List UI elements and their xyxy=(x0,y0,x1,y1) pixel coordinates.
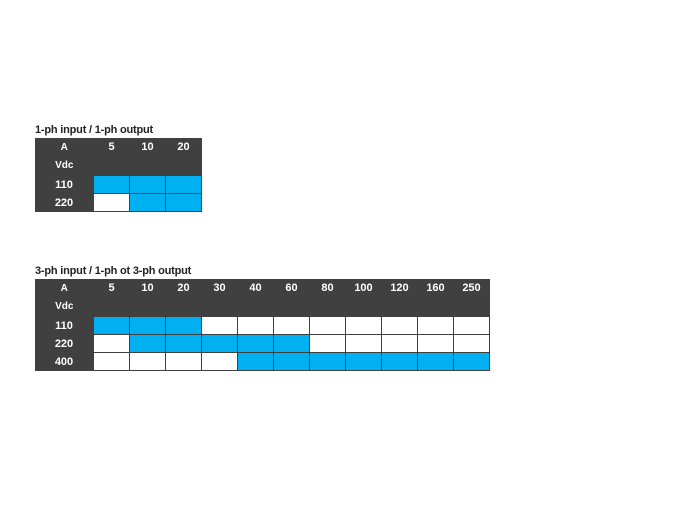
row-header-voltage: 220 xyxy=(54,337,74,350)
header-spacer xyxy=(274,297,310,317)
cell-available xyxy=(237,352,274,371)
cell-available xyxy=(165,334,202,353)
table-section-3ph: 3-ph input / 1-ph ot 3-ph output A 5 10 20 3… xyxy=(35,265,490,371)
cell-available xyxy=(273,352,310,371)
cell-available xyxy=(129,316,166,335)
header-spacer xyxy=(346,297,382,317)
cell-available xyxy=(273,334,310,353)
cell-available xyxy=(93,316,130,335)
column-header: 5 xyxy=(108,282,115,294)
cell-unavailable xyxy=(93,193,130,212)
header-spacer xyxy=(94,156,130,176)
row-header-voltage: 400 xyxy=(54,355,74,368)
cell-unavailable xyxy=(453,316,490,335)
cell-available xyxy=(129,334,166,353)
column-header: 160 xyxy=(426,282,445,294)
table-row: 110 xyxy=(35,316,490,335)
header-spacer xyxy=(382,297,418,317)
cell-unavailable xyxy=(273,316,310,335)
table-row: 110 xyxy=(35,175,202,194)
cell-unavailable xyxy=(201,352,238,371)
row-header-voltage: 110 xyxy=(55,178,73,191)
cell-unavailable xyxy=(93,334,130,353)
cell-unavailable xyxy=(417,316,454,335)
header-spacer xyxy=(454,297,490,317)
cell-unavailable xyxy=(201,316,238,335)
column-header: 40 xyxy=(249,282,262,294)
cell-available xyxy=(345,352,382,371)
table-title: 3-ph input / 1-ph ot 3-ph output xyxy=(35,265,192,277)
header-spacer xyxy=(94,297,130,317)
header-spacer xyxy=(310,297,346,317)
cell-available xyxy=(381,352,418,371)
cell-unavailable xyxy=(453,334,490,353)
cell-unavailable xyxy=(345,334,382,353)
column-header: 10 xyxy=(141,282,154,294)
cell-available xyxy=(309,352,346,371)
cell-unavailable xyxy=(417,334,454,353)
column-header: 250 xyxy=(462,282,481,294)
row-header-voltage: 220 xyxy=(54,196,74,209)
cell-unavailable xyxy=(129,352,166,371)
corner-label-vdc: Vdc xyxy=(55,160,74,172)
cell-available xyxy=(237,334,274,353)
cell-unavailable xyxy=(309,316,346,335)
cell-unavailable xyxy=(93,352,130,371)
cell-available xyxy=(165,193,202,212)
cell-available xyxy=(129,175,166,194)
corner-label-amps: A xyxy=(60,282,68,294)
cell-unavailable xyxy=(381,316,418,335)
corner-label-amps: A xyxy=(60,141,68,153)
corner-label-vdc: Vdc xyxy=(55,301,74,313)
column-header: 30 xyxy=(213,282,226,294)
cell-unavailable xyxy=(345,316,382,335)
table-title: 1-ph input / 1-ph output xyxy=(35,124,153,136)
header-spacer xyxy=(130,297,166,317)
column-header: 5 xyxy=(108,141,115,153)
column-header: 10 xyxy=(141,141,154,153)
header-spacer xyxy=(166,156,202,176)
column-header: 100 xyxy=(354,282,373,294)
header-spacer xyxy=(166,297,202,317)
header-spacer xyxy=(238,297,274,317)
cell-unavailable xyxy=(381,334,418,353)
header-spacer xyxy=(202,297,238,317)
table-row: 220 xyxy=(35,193,202,212)
cell-available xyxy=(201,334,238,353)
header-spacer xyxy=(130,156,166,176)
column-header: 80 xyxy=(321,282,334,294)
table-row: 400 xyxy=(35,352,490,371)
column-header: 60 xyxy=(285,282,298,294)
cell-unavailable xyxy=(309,334,346,353)
row-header-voltage: 110 xyxy=(55,319,73,332)
table-row: 220 xyxy=(35,334,490,353)
cell-available xyxy=(417,352,454,371)
column-header: 20 xyxy=(177,282,190,294)
cell-unavailable xyxy=(165,352,202,371)
cell-available xyxy=(165,175,202,194)
cell-available xyxy=(93,175,130,194)
column-header: 20 xyxy=(177,141,190,153)
cell-available xyxy=(129,193,166,212)
cell-available xyxy=(165,316,202,335)
cell-unavailable xyxy=(237,316,274,335)
header-spacer xyxy=(418,297,454,317)
column-header: 120 xyxy=(390,282,409,294)
cell-available xyxy=(453,352,490,371)
